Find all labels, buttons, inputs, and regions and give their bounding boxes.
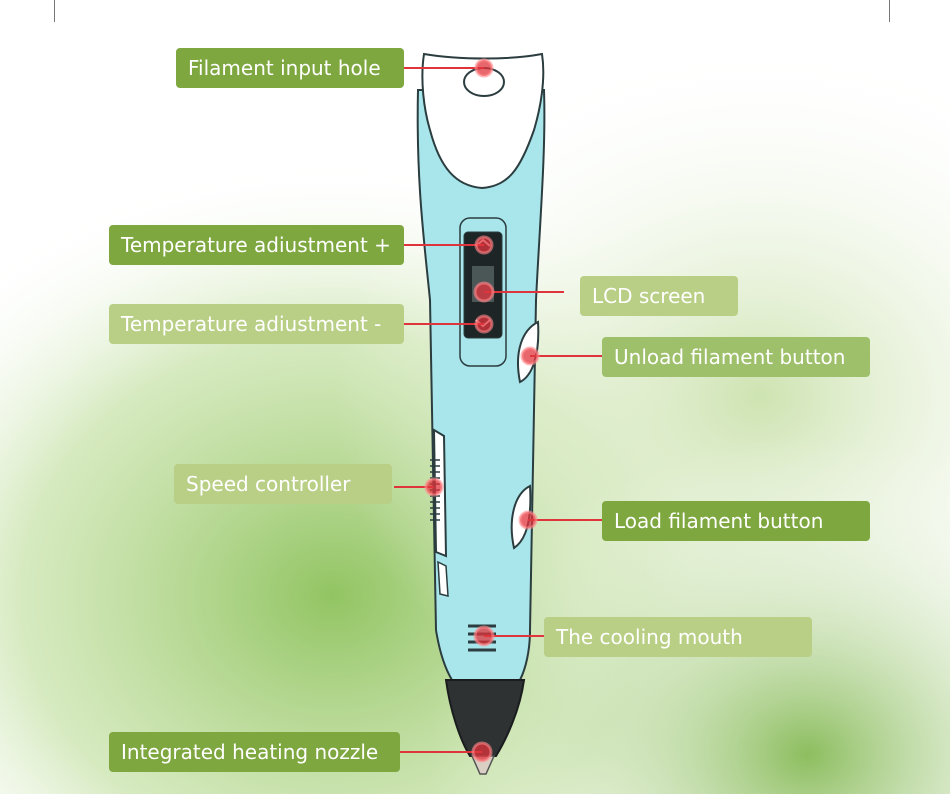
pointer-dot-load — [518, 510, 538, 530]
pen-head — [421, 52, 545, 190]
label-filament-input-hole: Filament input hole — [176, 48, 404, 88]
top-right-divider — [889, 0, 890, 22]
label-lcd-screen: LCD screen — [580, 276, 738, 316]
pointer-dot-lcd — [473, 281, 495, 303]
nozzle-shape — [444, 679, 526, 757]
label-temperature-plus: Temperature adiustment + — [109, 225, 404, 265]
pointer-dot-speed — [424, 477, 444, 497]
pointer-dot-temp-plus — [474, 235, 494, 255]
pointer-dot-nozzle — [471, 741, 493, 763]
label-cooling-mouth: The cooling mouth — [544, 617, 812, 657]
label-unload-filament-button: Unload filament button — [602, 337, 870, 377]
top-left-divider — [54, 0, 55, 22]
label-load-filament-button: Load filament button — [602, 501, 870, 541]
pointer-dot-filament — [474, 58, 494, 78]
label-integrated-heating-nozzle: Integrated heating nozzle — [109, 732, 400, 772]
pointer-dot-cooling — [473, 625, 495, 647]
pointer-dot-unload — [520, 346, 540, 366]
pointer-dot-temp-minus — [474, 314, 494, 334]
label-temperature-minus: Temperature adiustment - — [109, 304, 404, 344]
label-speed-controller: Speed controller — [174, 464, 392, 504]
